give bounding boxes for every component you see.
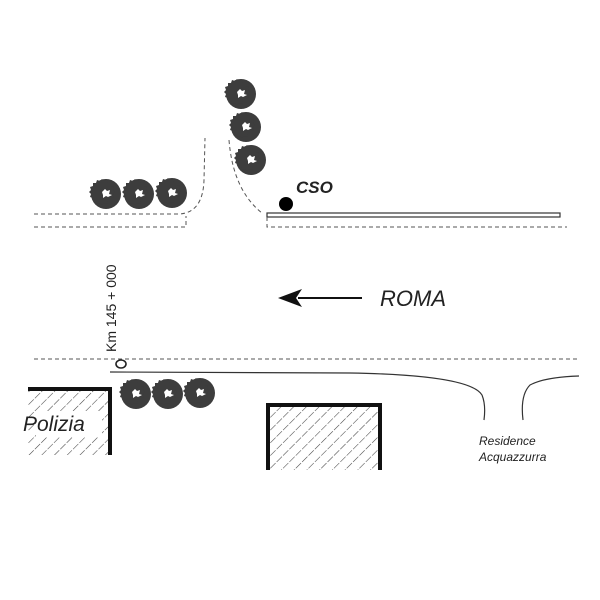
center-building-wall	[266, 403, 382, 470]
tree-group-lower	[119, 378, 215, 409]
tree-icon	[229, 112, 261, 142]
direction-label-roma: ROMA	[380, 286, 446, 311]
center-building-hatch	[268, 405, 380, 470]
upper-left-road-edges	[34, 137, 206, 228]
tree-icon	[234, 145, 266, 175]
main-road-lower-curb	[109, 371, 486, 421]
tree-icon	[155, 178, 187, 208]
center-building	[266, 403, 382, 470]
tree-icon	[122, 179, 154, 209]
kilometer-label: Km 145 + 000	[103, 264, 119, 352]
upper-left-curb-dashed	[34, 137, 206, 215]
cso-marker-icon	[279, 197, 293, 211]
police-label: Polizia	[23, 413, 85, 436]
cso-label: CSO	[296, 178, 333, 197]
upper-right-road-edges	[228, 139, 567, 228]
upper-left-lane-dashed	[34, 216, 187, 228]
tree-icon	[224, 79, 256, 109]
tree-icon	[119, 379, 151, 409]
residence-entrance-curb	[521, 375, 580, 421]
left-arrow-icon	[278, 289, 302, 307]
tree-icon	[89, 179, 121, 209]
tree-icon	[151, 379, 183, 409]
tree-group-upper-left	[89, 178, 187, 209]
tree-icon	[183, 378, 215, 408]
residence-label-line2: Acquazzurra	[478, 450, 547, 464]
police-label-background	[36, 411, 102, 437]
police-building-wall	[28, 387, 112, 455]
kilometer-marker-icon	[115, 359, 127, 369]
upper-right-curb-dashed	[228, 139, 263, 214]
residence-label-line1: Residence	[479, 434, 536, 448]
upper-right-lane-dashed	[266, 217, 567, 228]
police-building: Polizia	[23, 387, 112, 455]
upper-right-curb-solid	[266, 212, 561, 218]
direction-indicator	[278, 289, 362, 307]
tree-group-upper-center	[224, 79, 266, 175]
